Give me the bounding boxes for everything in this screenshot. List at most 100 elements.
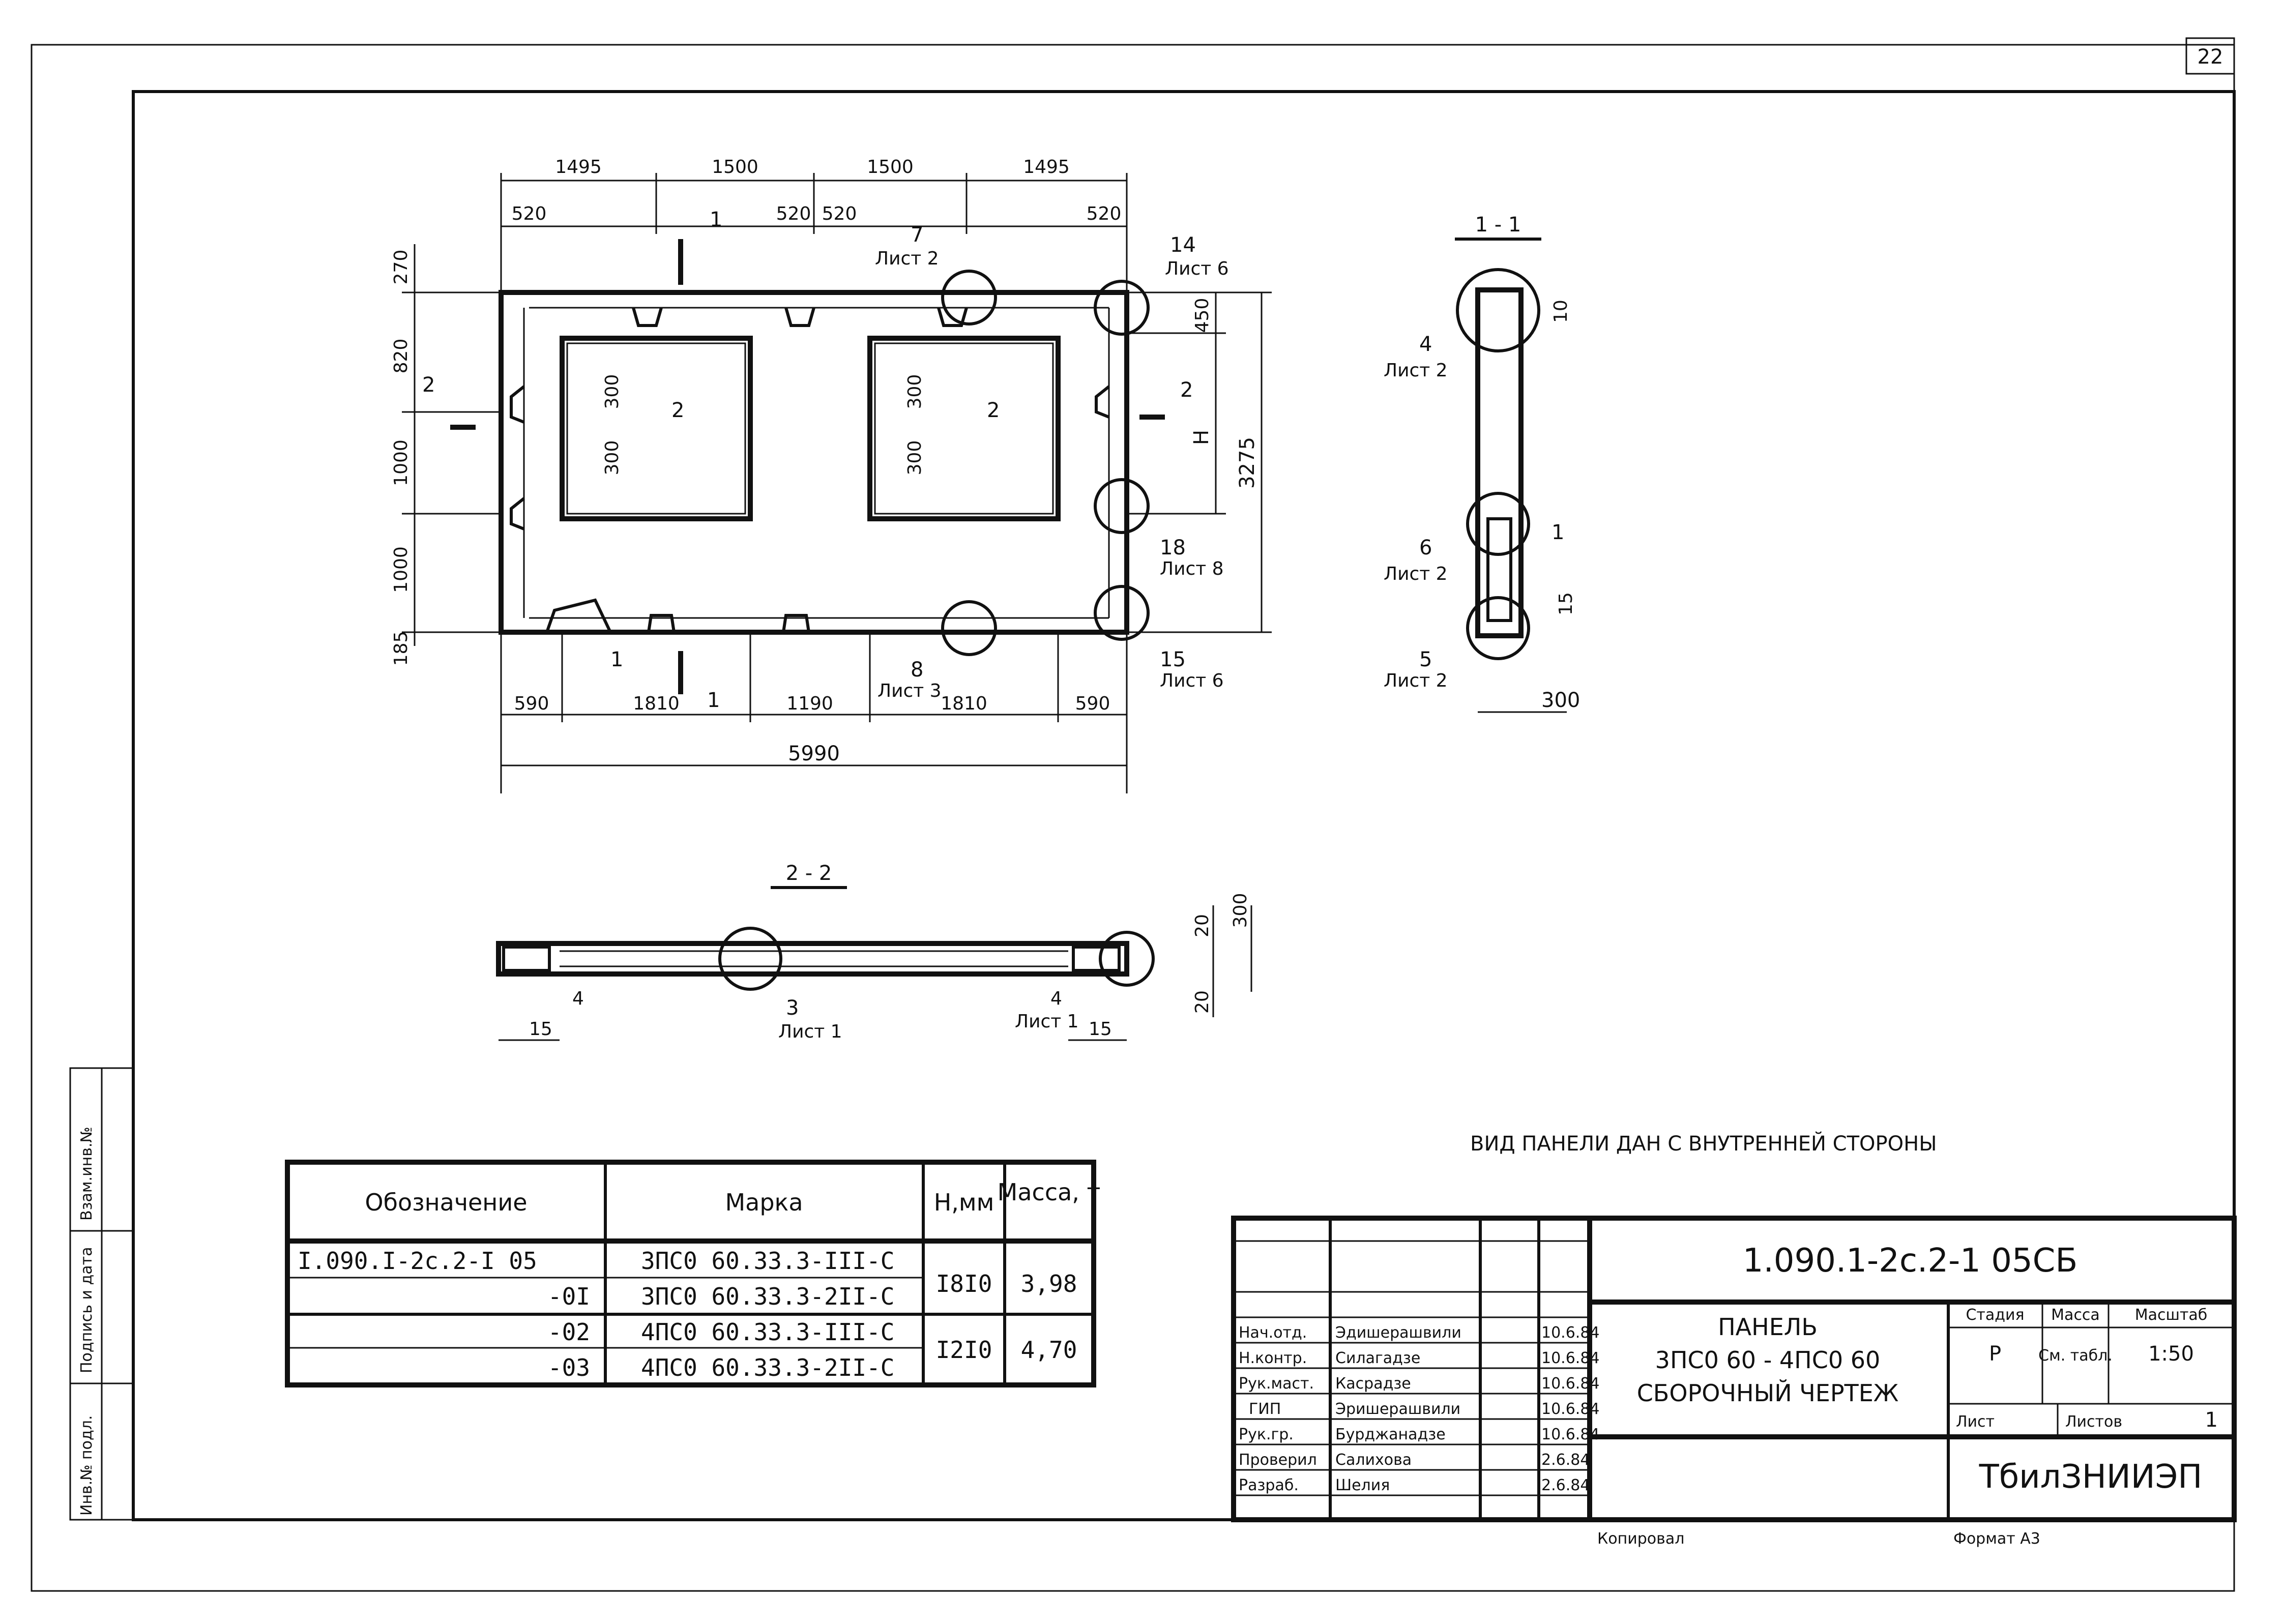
s11-callout-5-sheet: Лист 2 — [1384, 670, 1448, 691]
spec-header-mass: Масса, т — [998, 1178, 1101, 1206]
spec-row1-mark: 3ПС0 60.33.3-III-С — [641, 1247, 895, 1275]
callout-18: 18 — [1160, 536, 1186, 559]
spec-table: Обозначение Марка Н,мм Масса, т I.090.I-… — [285, 1160, 1101, 1387]
tb-role-6: Проверил — [1239, 1451, 1317, 1469]
section-2-right: 2 — [1180, 378, 1193, 402]
callout-8: 8 — [911, 658, 923, 682]
spec-group1-mass: 3,98 — [1021, 1270, 1077, 1297]
tb-role-1: Нач.отд. — [1239, 1324, 1307, 1342]
tb-sheet-label: Лист — [1956, 1413, 1995, 1431]
panel-outline — [499, 290, 1129, 635]
tb-date-7: 2.6.84 — [1541, 1477, 1590, 1494]
tb-date-4: 10.6.84 — [1541, 1400, 1600, 1418]
tb-scale: 1:50 — [2148, 1342, 2194, 1366]
footer-format: Формат А3 — [1953, 1530, 2040, 1548]
plan-view: 1495 1500 1500 1495 520 520 520 520 590 … — [391, 157, 1272, 793]
section11-dim-top: 10 — [1550, 300, 1571, 323]
spec-header-mark: Марка — [725, 1189, 803, 1216]
spec-row3-code: -02 — [548, 1318, 590, 1346]
tb-name-5: Бурджанадзе — [1335, 1426, 1446, 1443]
callout-2b: 2 — [987, 399, 1000, 422]
callout-8-sheet: Лист 3 — [877, 681, 942, 701]
spec-row3-mark: 4ПС0 60.33.3-III-С — [641, 1318, 895, 1346]
tb-name-line3: СБОРОЧНЫЙ ЧЕРТЕЖ — [1637, 1379, 1899, 1407]
section22-dim-v1: 20 — [1192, 914, 1213, 937]
dim-top-1: 1495 — [555, 157, 602, 178]
opening-dim-1: 300 — [602, 374, 623, 409]
section-1-1: 1 - 1 10 15 300 4 Лист 2 6 Лист 2 1 5 Ли… — [1384, 213, 1580, 713]
side-replace-inv: Взам.инв.№ — [78, 1127, 96, 1221]
spec-header-code: Обозначение — [365, 1189, 527, 1216]
callout-18-sheet: Лист 8 — [1160, 558, 1224, 579]
section11-title: 1 - 1 — [1475, 213, 1521, 237]
spec-row2-code: -0I — [548, 1283, 590, 1310]
section11-width: 300 — [1541, 689, 1580, 712]
tb-name-4: Эришерашвили — [1335, 1400, 1460, 1418]
tb-sheets: 1 — [2205, 1408, 2218, 1432]
spec-group2-mass: 4,70 — [1021, 1336, 1077, 1364]
tb-date-6: 2.6.84 — [1541, 1451, 1590, 1469]
callout-15: 15 — [1160, 648, 1186, 671]
s11-callout-4-sheet: Лист 2 — [1384, 360, 1448, 381]
spec-row2-mark: 3ПС0 60.33.3-2II-С — [641, 1283, 895, 1310]
dim-left-2: 820 — [391, 339, 412, 374]
dim-top-2: 1500 — [712, 157, 758, 178]
section-2-left: 2 — [422, 373, 435, 397]
section22-dim-right: 15 — [1089, 1019, 1112, 1040]
dim-bottom-3: 1190 — [786, 693, 833, 714]
inner-frame — [132, 90, 2236, 1521]
dim-left-3: 1000 — [391, 439, 412, 486]
callout-2a: 2 — [671, 399, 684, 422]
section11-dim-bottom: 15 — [1556, 592, 1576, 615]
section22-dim-v3: 20 — [1192, 990, 1213, 1014]
dim-left-4: 1000 — [391, 546, 412, 593]
s11-callout-5: 5 — [1419, 648, 1432, 671]
s22-callout-3: 3 — [786, 996, 799, 1020]
section22-title: 2 - 2 — [786, 862, 832, 885]
tb-name-1: Эдишерашвили — [1335, 1324, 1461, 1342]
outer-frame — [31, 44, 2235, 1592]
callout-7: 7 — [911, 223, 923, 247]
dim-top2-1: 520 — [512, 203, 547, 224]
side-inv-no: Инв.№ подл. — [78, 1415, 96, 1516]
dim-top2-2: 520 — [776, 203, 811, 224]
dim-right-h: Н — [1190, 430, 1213, 445]
spec-header-h: Н,мм — [934, 1189, 994, 1216]
tb-role-3: Рук.маст. — [1239, 1375, 1314, 1393]
tb-org: ТбилЗНИИЭП — [1979, 1458, 2203, 1496]
tb-name-3: Касрадзе — [1335, 1375, 1411, 1393]
tb-date-5: 10.6.84 — [1541, 1426, 1600, 1443]
footer-copy: Копировал — [1597, 1530, 1684, 1548]
spec-row4-code: -03 — [548, 1354, 590, 1381]
section22-dim-v2: 300 — [1230, 893, 1251, 928]
opening-dim-4: 300 — [904, 440, 925, 476]
tb-sheets-label: Листов — [2065, 1413, 2122, 1431]
callout-7-sheet: Лист 2 — [875, 248, 939, 269]
dim-bottom-5: 590 — [1075, 693, 1110, 714]
tb-date-3: 10.6.84 — [1541, 1375, 1600, 1393]
dim-top2-4: 520 — [1087, 203, 1122, 224]
tb-date-2: 10.6.84 — [1541, 1349, 1600, 1367]
callout-1: 1 — [610, 648, 623, 671]
dim-top-3: 1500 — [867, 157, 914, 178]
title-block: Нач.отд. Эдишерашвили 10.6.84 Н.контр. С… — [1231, 1216, 2237, 1522]
opening-dim-2: 300 — [602, 440, 623, 476]
dim-left-5: 185 — [391, 631, 412, 666]
tb-doc-code: 1.090.1-2с.2-1 05СБ — [1743, 1242, 2078, 1280]
tb-role-5: Рук.гр. — [1239, 1426, 1294, 1443]
dim-bottom-4: 1810 — [941, 693, 987, 714]
opening-dim-3: 300 — [904, 374, 925, 409]
s22-callout-4b: 4 — [1050, 988, 1062, 1009]
s11-callout-6-sheet: Лист 2 — [1384, 564, 1448, 584]
tb-role-7: Разраб. — [1239, 1477, 1299, 1494]
section-mark-bottom: 1 — [707, 689, 720, 712]
callout-14-sheet: Лист 6 — [1165, 258, 1229, 279]
dim-top-4: 1495 — [1023, 157, 1070, 178]
section-2-2: 2 - 2 15 15 20 300 20 4 3 Лист 1 4 Лист … — [496, 862, 1252, 1042]
spec-row4-mark: 4ПС0 60.33.3-2II-С — [641, 1354, 895, 1381]
s22-callout-3-sheet: Лист 1 — [778, 1021, 842, 1042]
section22-dim-left: 15 — [529, 1019, 552, 1040]
window-opening-left — [560, 336, 753, 521]
tb-name-6: Салихова — [1335, 1451, 1412, 1469]
